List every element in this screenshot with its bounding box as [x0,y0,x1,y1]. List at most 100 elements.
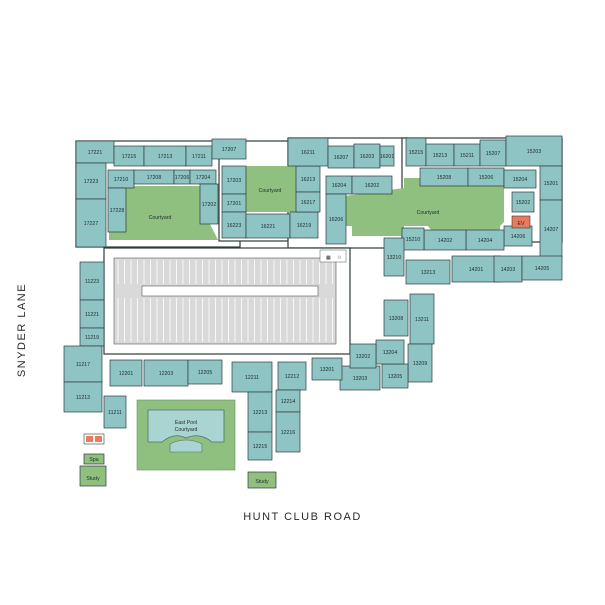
unit-number: 17208 [147,175,162,181]
unit-14201: 14201 [451,255,501,283]
unit-17202: 17202 [199,183,219,225]
unit-number: 17203 [227,178,242,184]
unit-17223: 17223 [75,162,107,200]
unit-number: 17215 [122,154,137,160]
unit-16203: 16203 [353,143,381,169]
unit-14202: 14202 [423,229,467,251]
unit-number: 14205 [535,266,550,272]
unit-number: 15201 [544,181,559,187]
unit-number: 17204 [196,175,211,181]
unit-number: 17213 [158,154,173,160]
unit-number: 17228 [110,208,125,214]
unit-17203: 17203 [221,165,247,195]
unit-number: 14202 [438,238,453,244]
unit-15206: 15206 [467,167,505,187]
unit-number: 15206 [479,175,494,181]
unit-number: 15213 [433,153,448,159]
unit-17204: 17204 [189,169,217,185]
unit-17211: 17211 [185,145,213,167]
unit-number: 11219 [85,335,99,341]
unit-16219: 16219 [289,211,319,239]
pool-label-line1: East Pool [175,420,197,426]
unit-number: 12211 [245,375,259,381]
unit-number: 12203 [159,371,174,377]
unit-13210: 13210 [383,237,405,277]
unit-number: 12215 [253,444,268,450]
study-left-label: Study [86,476,100,482]
unit-16206: 16206 [325,193,347,245]
unit-number: 16203 [360,154,375,160]
unit-13208: 13208 [383,299,409,337]
unit-number: 16213 [301,177,316,183]
unit-13202: 13202 [349,343,377,369]
unit-number: 14201 [469,267,484,273]
unit-15208: 15208 [419,167,469,187]
unit-17227: 17227 [75,198,107,248]
ev-box [83,433,105,445]
unit-number: 12205 [198,370,213,376]
unit-number: 17211 [192,154,206,160]
unit-number: 17201 [227,201,242,207]
unit-number: 17207 [222,147,237,153]
unit-16201: 16201 [379,145,395,167]
unit-number: 15215 [409,150,424,156]
unit-11217: 11217 [63,345,103,383]
unit-number: 14207 [544,227,559,233]
unit-12214: 12214 [275,389,301,413]
unit-number: 15203 [527,149,542,155]
unit-17213: 17213 [143,145,187,167]
unit-17201: 17201 [221,193,247,213]
unit-number: 15211 [460,153,474,159]
unit-16204: 16204 [325,175,353,195]
stair-icon: ▦ [326,255,331,261]
unit-15202: 15202 [511,191,535,213]
unit-15203: 15203 [505,135,563,167]
unit-13211: 13211 [409,293,435,345]
unit-number: 13213 [421,270,436,276]
unit-12211: 12211 [231,361,273,393]
unit-number: 15202 [516,200,531,206]
unit-number: 11211 [108,410,122,416]
unit-16207: 16207 [327,145,355,169]
unit-number: 16219 [297,223,312,229]
trash-icon: ♲ [337,255,342,261]
unit-14206: 14206 [503,225,533,247]
ev-label: EV [518,221,525,227]
unit-15210: 15210 [401,227,425,251]
unit-number: 16206 [329,217,344,223]
unit-number: 13203 [353,376,368,382]
unit-12216: 12216 [275,411,301,453]
unit-14205: 14205 [521,255,563,281]
unit-16223: 16223 [221,211,247,239]
unit-11211: 11211 [103,395,127,429]
unit-12205: 12205 [187,359,223,385]
unit-16213: 16213 [295,165,321,193]
unit-16202: 16202 [351,175,393,195]
unit-14207: 14207 [539,199,563,259]
unit-number: 15207 [486,151,501,157]
unit-number: 13202 [356,354,371,360]
unit-number: 16211 [301,150,315,156]
unit-13204: 13204 [375,339,405,365]
courtyard-center [240,166,302,212]
unit-number: 13209 [413,361,428,367]
unit-16217: 16217 [295,191,321,213]
study-right-label: Study [255,479,269,485]
study-right-box [247,471,277,489]
pool-label-line2: Courtyard [175,427,198,433]
unit-number: 11213 [76,395,90,401]
unit-number: 12216 [281,430,296,436]
unit-14204: 14204 [465,229,505,251]
courtyard-center-label: Courtyard [259,188,282,194]
pool [147,409,225,443]
unit-15204: 15204 [503,169,537,189]
unit-number: 12213 [253,410,268,416]
unit-number: 12214 [281,399,296,405]
unit-number: 16202 [365,183,380,189]
unit-number: 17223 [84,179,99,185]
unit-number: 13201 [320,367,335,373]
unit-number: 16221 [261,224,276,230]
unit-number: 15208 [437,175,452,181]
